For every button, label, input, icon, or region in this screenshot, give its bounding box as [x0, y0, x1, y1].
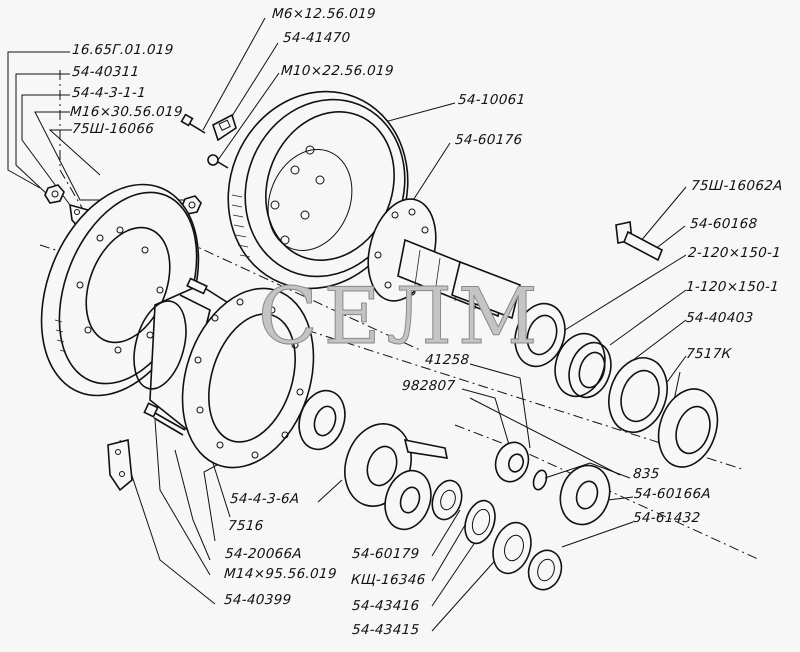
part-label: 54-10061	[457, 92, 526, 108]
part-label: 7517К	[685, 346, 733, 362]
part-label: 982807	[401, 378, 456, 394]
part-label: 7516	[227, 518, 265, 534]
part-label: 54-43416	[351, 598, 420, 614]
part-label: 835	[632, 466, 661, 482]
seal-1-120x150	[554, 332, 612, 399]
part-label: 54-4-3-6А	[229, 491, 301, 507]
gear-small	[384, 469, 432, 531]
gear-54-60166a	[559, 464, 611, 526]
part-label: 54-61432	[632, 510, 701, 526]
part-label: M6×12.56.019	[271, 6, 377, 22]
nut-left	[44, 184, 65, 204]
seal-2-120x150	[514, 302, 566, 368]
part-label: M16×30.56.019	[69, 104, 184, 120]
part-label: 41258	[424, 352, 471, 368]
part-label: 54-43415	[351, 622, 420, 638]
locking-plate	[212, 113, 237, 142]
part-label: 75Ш-16066	[71, 121, 155, 137]
nut-54-61432	[527, 549, 563, 591]
bracket-54-40399	[107, 438, 133, 492]
part-label: 54-60168	[689, 216, 758, 232]
part-label: 54-60179	[351, 546, 420, 562]
part-label: КЩ-16346	[350, 572, 427, 588]
part-label: 54-41470	[282, 30, 351, 46]
bearing-982807	[494, 441, 530, 483]
bearing-7516	[298, 389, 346, 451]
part-label: 54-40403	[685, 310, 754, 326]
bolt-m10	[207, 154, 229, 169]
part-label: 54-60166А	[633, 486, 712, 502]
splined-washer-kshch-16346	[464, 499, 496, 545]
part-label: M14×95.56.019	[223, 566, 338, 582]
part-label: 2-120×150-1	[687, 245, 782, 261]
bolt-m6	[180, 113, 206, 134]
part-label: 54-4-3-1-1	[71, 85, 147, 101]
front-flange	[181, 287, 315, 469]
shaft-flange-54-60176	[367, 198, 521, 320]
part-label: 54-60176	[454, 132, 523, 148]
part-label: 16.65Г.01.019	[71, 42, 175, 58]
bolt-75sh-16062a	[615, 221, 664, 262]
part-label: 54-40399	[223, 592, 292, 608]
snap-ring-835	[532, 469, 548, 491]
watermark-text: СЕЛМ	[258, 272, 544, 363]
bearing-7517k	[657, 388, 719, 468]
ring-54-40403	[608, 357, 668, 433]
part-label: 54-40311	[71, 64, 140, 80]
nut-54-60179	[431, 479, 463, 521]
part-label: 75Ш-16062А	[690, 178, 784, 194]
part-label: M10×22.56.019	[280, 63, 395, 79]
washer-54-43416	[492, 521, 532, 575]
part-label: 1-120×150-1	[685, 279, 780, 295]
part-label: 54-20066А	[224, 546, 303, 562]
bolt-m14	[143, 402, 186, 436]
